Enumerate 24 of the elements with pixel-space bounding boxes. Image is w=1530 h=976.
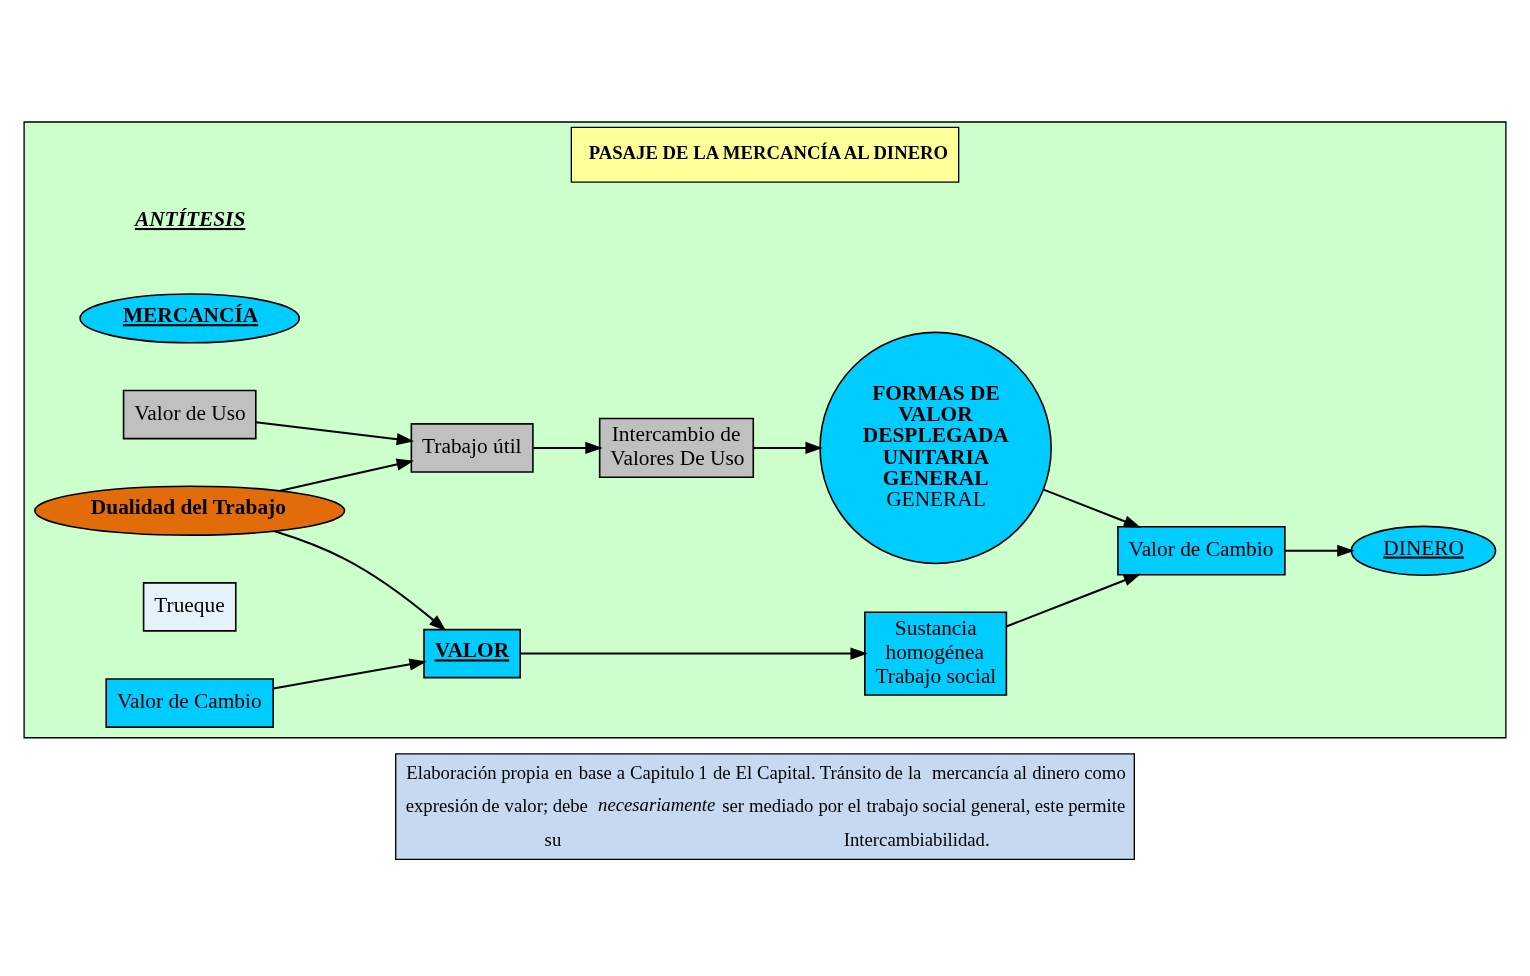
arrow — [1042, 488, 1142, 528]
arrow — [272, 658, 427, 690]
caption: Elaboración propia en base a Capitulo 1 de El Capital. Tránsito de la mercancía al dinero como expresión de valor; debe necesariamente ser mediado por el trabajo social general, este permite su Intercambiabilidad. — [405, 761, 1126, 850]
arrow — [279, 458, 414, 492]
arrow — [1005, 573, 1142, 628]
node-box: Sustancia homogénea Trabajo social — [864, 611, 1008, 696]
node-box: Trabajo útil — [410, 423, 534, 473]
arrow — [752, 441, 823, 454]
arrow — [532, 441, 603, 454]
node-ellipse: DINERO — [1350, 525, 1497, 576]
node-ellipse: Dualidad del Trabajo — [34, 485, 346, 536]
arrow — [1284, 544, 1355, 557]
label: ANTÍTESIS — [134, 206, 246, 231]
node-box: Intercambio de Valores De Uso — [598, 417, 755, 479]
arrow — [519, 647, 868, 660]
node-ellipse: MERCANCÍA — [79, 293, 301, 344]
node-box: VALOR — [423, 628, 521, 679]
node-box: Trueque — [142, 582, 237, 632]
arrow — [254, 421, 415, 446]
node-circle: FORMAS DE VALOR DESPLEGADA UNITARIA GENERAL GENERAL — [819, 331, 1052, 565]
node-box: Valor de Uso — [122, 389, 257, 440]
arrow — [273, 530, 447, 632]
node-box: Valor de Cambio — [105, 678, 274, 728]
node-box: Valor de Cambio — [1117, 525, 1286, 576]
